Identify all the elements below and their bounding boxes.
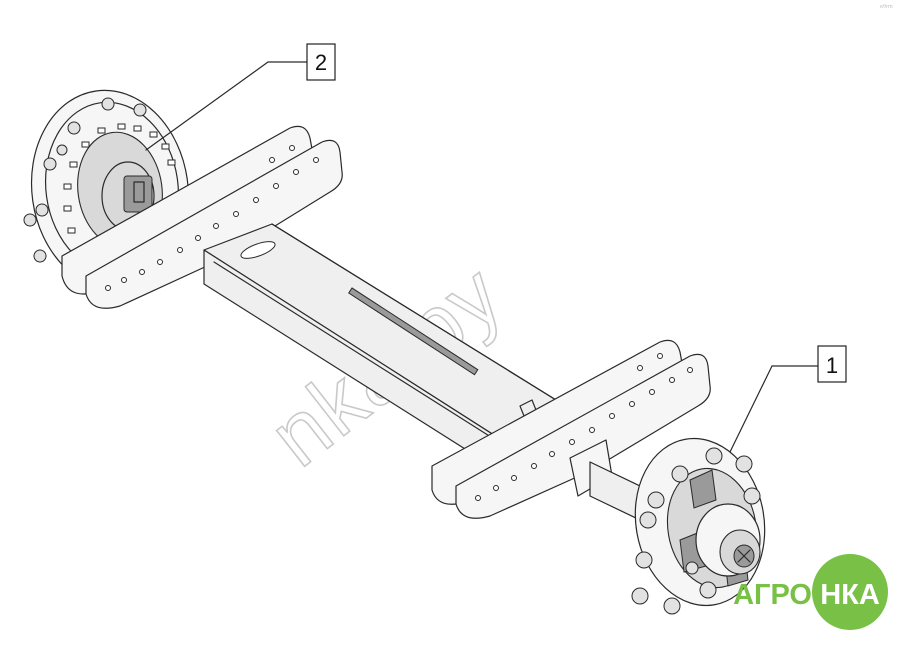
callout-1-label: 1: [826, 353, 838, 378]
right-wheel-hub: [589, 437, 766, 615]
callout-1: 1: [729, 345, 847, 453]
callout-2-label: 2: [315, 50, 327, 75]
logo-text-right: НКА: [820, 579, 880, 611]
corner-mark: ᵉ⁰ʳᵐ: [880, 3, 893, 12]
right-mounting-bracket: [431, 339, 711, 519]
callout-2: 2: [145, 43, 336, 151]
axle-beam: [203, 223, 599, 491]
logo-text-left: АГРО: [733, 579, 812, 611]
agronka-logo: АГРО НКА: [733, 554, 888, 630]
left-mounting-bracket: [61, 125, 343, 309]
